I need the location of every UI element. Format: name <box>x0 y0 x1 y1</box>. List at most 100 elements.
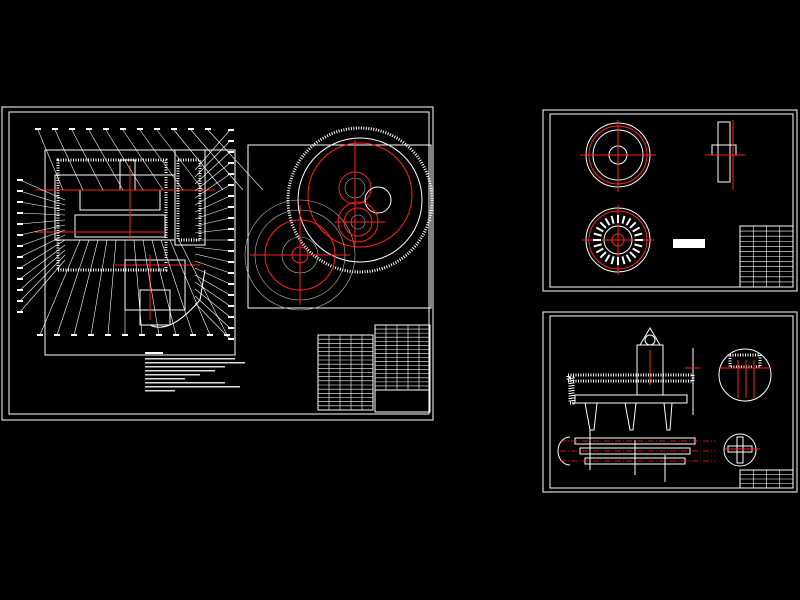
balloon-marker <box>17 201 23 203</box>
leader-line <box>19 212 66 216</box>
slot <box>610 256 615 265</box>
leader-line <box>194 195 231 213</box>
balloon-marker <box>69 128 75 130</box>
leader-line <box>90 239 108 336</box>
note-line <box>145 386 240 388</box>
leader-line <box>56 239 90 336</box>
sheet-border <box>1 106 434 421</box>
balloon-marker <box>17 289 23 291</box>
balloon-marker <box>207 334 213 336</box>
balloon-marker <box>17 311 23 313</box>
balloon-marker <box>105 334 111 336</box>
leader-line <box>207 129 264 191</box>
leader-line <box>178 239 228 336</box>
leader-line <box>194 151 231 185</box>
balloon-marker <box>37 334 43 336</box>
balloon-marker <box>228 129 234 131</box>
notes-block <box>673 239 705 248</box>
leader-line <box>194 253 231 263</box>
leader-line <box>156 129 204 191</box>
leader-line <box>19 219 66 225</box>
leader-line <box>19 190 66 206</box>
balloon-marker <box>120 128 126 130</box>
leader-line <box>71 129 104 191</box>
balloon-marker <box>228 173 234 175</box>
sheet-border <box>542 311 798 493</box>
balloon-marker <box>86 128 92 130</box>
leader-line <box>194 302 231 340</box>
balloon-marker <box>205 128 211 130</box>
leader-line <box>107 239 117 336</box>
gear-train-end-view <box>244 126 434 311</box>
leader-line <box>142 239 160 336</box>
leader-line <box>194 274 231 296</box>
leader-line <box>194 173 231 199</box>
leader-line <box>39 239 81 336</box>
sheet-inner-frame <box>8 111 430 415</box>
detail-circle-2 <box>723 433 760 467</box>
leader-line <box>19 224 66 236</box>
slot <box>621 215 626 224</box>
leader-line <box>194 162 231 192</box>
leader-line <box>194 288 231 318</box>
balloon-marker <box>17 245 23 247</box>
slot <box>625 217 632 226</box>
balloon-marker <box>228 239 234 241</box>
balloon-marker <box>228 217 234 219</box>
leader-line <box>19 239 66 269</box>
note-heading <box>145 352 163 354</box>
slot <box>632 226 641 233</box>
leader-line <box>37 129 64 191</box>
leader-line <box>19 254 66 302</box>
slot <box>604 254 611 263</box>
title-block <box>739 469 794 489</box>
slot <box>604 217 611 226</box>
slot <box>629 221 637 229</box>
slot <box>610 215 615 224</box>
leader-line <box>19 234 66 258</box>
slot <box>621 256 626 265</box>
leader-line <box>194 228 231 234</box>
slot <box>634 232 643 237</box>
leader-line <box>194 206 231 220</box>
leader-line <box>122 129 164 191</box>
note-line <box>145 378 185 380</box>
slot <box>632 247 641 254</box>
balloon-marker <box>228 283 234 285</box>
balloon-marker <box>228 206 234 208</box>
balloon-marker <box>228 316 234 318</box>
sheet-border <box>542 109 798 292</box>
leader-line <box>88 129 124 191</box>
leader-line <box>133 239 143 336</box>
slot <box>634 243 643 248</box>
balloon-marker <box>228 140 234 142</box>
balloon-marker <box>17 179 23 181</box>
balloon-marker <box>173 334 179 336</box>
detail-circle-1 <box>718 348 772 402</box>
leader-line <box>54 129 84 191</box>
note-line <box>145 366 225 368</box>
slot <box>599 221 607 229</box>
balloon-marker <box>17 256 23 258</box>
title-block <box>739 225 794 288</box>
disc-front-view <box>580 120 656 192</box>
frame-front-section <box>566 327 700 431</box>
leader-line <box>19 229 66 247</box>
leader-lines <box>17 128 264 340</box>
balloon-marker <box>228 305 234 307</box>
leader-line <box>151 239 177 336</box>
leader-line <box>194 295 231 329</box>
slot <box>625 254 632 263</box>
sheet-assembly <box>1 106 434 421</box>
balloon-marker <box>190 334 196 336</box>
sheet-inner-frame <box>549 113 794 288</box>
leader-line <box>19 244 66 280</box>
balloon-marker <box>17 234 23 236</box>
slot <box>629 251 637 259</box>
balloon-marker <box>228 261 234 263</box>
balloon-marker <box>228 228 234 230</box>
leader-line <box>194 260 231 274</box>
balloon-marker <box>171 128 177 130</box>
disc-side-section <box>705 120 745 190</box>
